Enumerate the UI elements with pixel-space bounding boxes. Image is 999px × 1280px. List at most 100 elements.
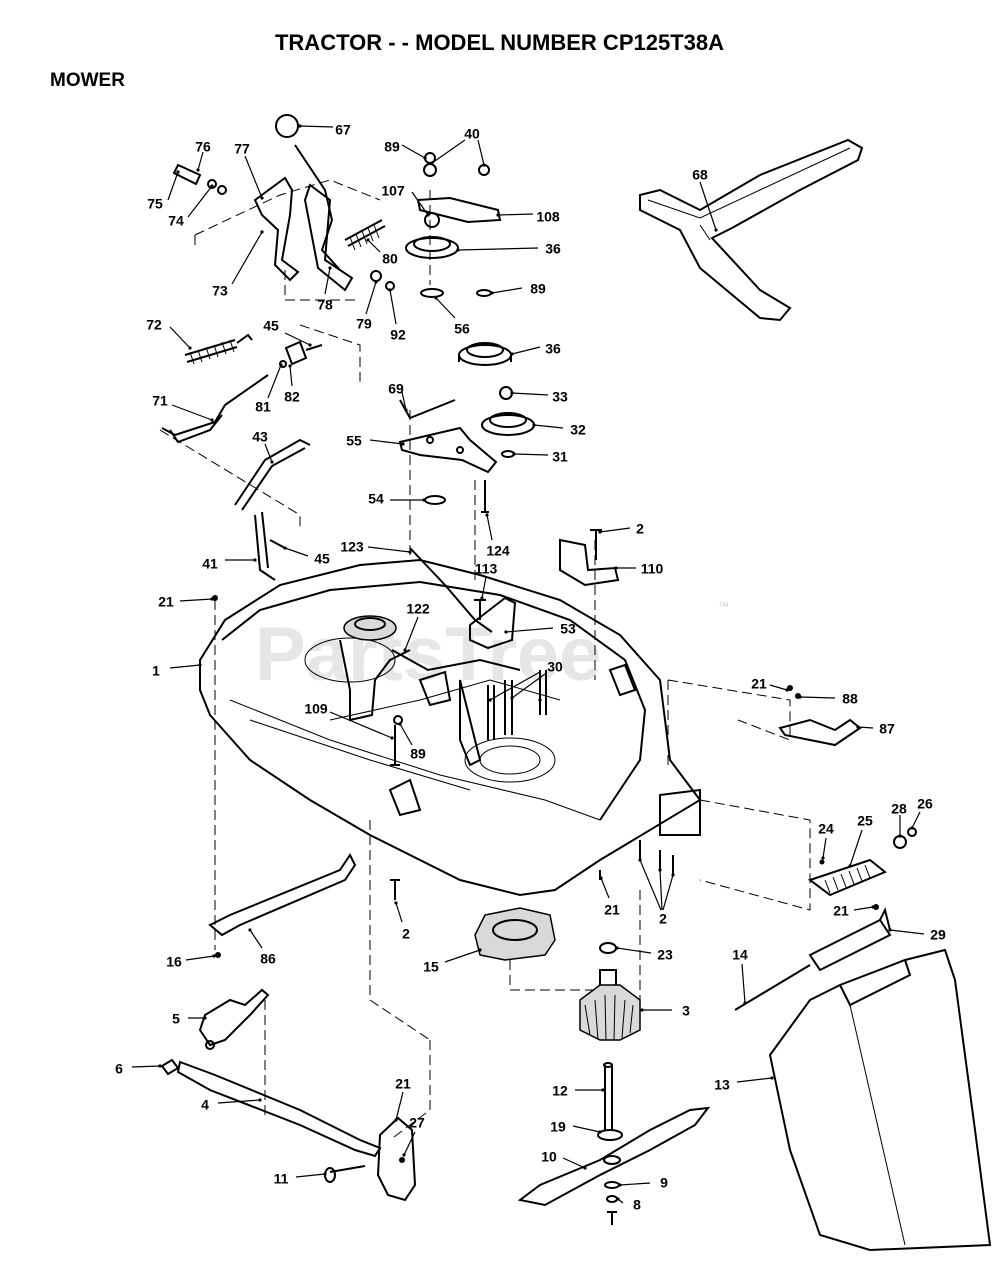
callout-25: 25 xyxy=(857,813,873,829)
watermark: PartsTree xyxy=(255,612,601,697)
callout-2: 2 xyxy=(402,926,410,942)
callout-89: 89 xyxy=(410,746,426,762)
rod-71 xyxy=(161,374,269,444)
leader-tip-45 xyxy=(308,343,312,347)
callout-74: 74 xyxy=(168,213,184,229)
callout-12: 12 xyxy=(552,1083,568,1099)
callout-23: 23 xyxy=(657,947,673,963)
leader-tip-19 xyxy=(598,1130,602,1134)
leader-tip-80 xyxy=(366,238,370,242)
leader-tip-110 xyxy=(614,566,618,570)
callout-2: 2 xyxy=(636,521,644,537)
deck-pulley-122 xyxy=(339,615,547,767)
lever-78 xyxy=(303,183,354,292)
leader-line-32 xyxy=(533,424,564,429)
leader-line-2 xyxy=(599,527,631,533)
spindle-shaft-13 xyxy=(597,1062,623,1141)
leader-line-89 xyxy=(401,144,426,159)
leader-line-36 xyxy=(457,247,539,251)
callout-31: 31 xyxy=(552,449,568,465)
leader-line-92 xyxy=(389,289,397,325)
leader-tip-13 xyxy=(770,1076,774,1080)
bolt-19 xyxy=(324,1165,366,1183)
callout-5: 5 xyxy=(172,1011,180,1027)
callout-28: 28 xyxy=(891,801,907,817)
callout-78: 78 xyxy=(317,297,333,313)
callout-108: 108 xyxy=(536,209,560,225)
spindle-housing-14 xyxy=(579,942,641,1041)
blade-11 xyxy=(517,1106,711,1207)
bolt-109 xyxy=(390,715,403,766)
leader-line-56 xyxy=(435,297,456,319)
callout-29: 29 xyxy=(930,927,946,943)
leader-line-21 xyxy=(769,684,788,691)
callout-68: 68 xyxy=(692,167,708,183)
callout-8: 8 xyxy=(633,1197,641,1213)
callout-54: 54 xyxy=(368,491,384,507)
leader-line-2 xyxy=(639,859,662,911)
leader-line-87 xyxy=(857,726,874,729)
leader-line-29 xyxy=(889,929,925,935)
section-label: MOWER xyxy=(50,70,125,91)
spring-80 xyxy=(344,219,386,251)
leader-tip-72 xyxy=(188,346,192,350)
leader-line-53 xyxy=(505,627,554,633)
leader-tip-86 xyxy=(248,928,252,932)
bracket-53 xyxy=(469,596,517,650)
leader-tip-68 xyxy=(714,228,718,232)
callout-3: 3 xyxy=(682,1003,690,1019)
callout-21: 21 xyxy=(395,1076,411,1092)
leader-line-69 xyxy=(401,391,407,411)
callout-124: 124 xyxy=(486,543,510,559)
leader-line-21 xyxy=(179,598,213,602)
leader-line-11 xyxy=(295,1173,326,1178)
callout-21: 21 xyxy=(604,902,620,918)
leader-tip-5 xyxy=(203,1016,207,1020)
callout-76: 76 xyxy=(195,139,211,155)
leader-tip-74 xyxy=(210,184,214,188)
callout-16: 16 xyxy=(166,954,182,970)
leader-tip-12 xyxy=(601,1088,605,1092)
leader-tip-123 xyxy=(408,550,412,554)
leader-tip-89 xyxy=(398,722,402,726)
chute-bracket-23 xyxy=(808,904,892,972)
leader-line-9 xyxy=(619,1182,651,1186)
leader-line-88 xyxy=(799,696,836,699)
bracket-110 xyxy=(559,529,620,587)
leader-line-78 xyxy=(324,267,331,295)
callout-69: 69 xyxy=(388,381,404,397)
callout-26: 26 xyxy=(917,796,933,812)
callout-109: 109 xyxy=(304,701,328,717)
leader-tip-54 xyxy=(422,498,426,502)
leader-line-6 xyxy=(131,1065,161,1068)
leader-line-45 xyxy=(284,332,311,346)
callout-75: 75 xyxy=(147,196,163,212)
callout-86: 86 xyxy=(260,951,276,967)
callout-33: 33 xyxy=(552,389,568,405)
callout-122: 122 xyxy=(406,601,430,617)
leader-tip-14 xyxy=(743,1001,747,1005)
leader-tip-53 xyxy=(504,630,508,634)
leader-tip-10 xyxy=(583,1166,587,1170)
leader-line-2 xyxy=(395,902,403,923)
callout-9: 9 xyxy=(660,1175,668,1191)
leader-tip-30 xyxy=(510,696,514,700)
callout-30: 30 xyxy=(547,659,563,675)
leader-line-10 xyxy=(562,1157,586,1169)
leader-line-43 xyxy=(264,443,273,463)
leader-tip-89 xyxy=(490,291,494,295)
leader-tip-23 xyxy=(615,946,619,950)
bracket-4 xyxy=(376,1116,417,1202)
leader-line-21 xyxy=(600,877,610,899)
leader-tip-2 xyxy=(598,530,602,534)
pulley-stack-upper xyxy=(405,152,502,298)
discharge-chute-27 xyxy=(768,948,992,1252)
leader-tip-2 xyxy=(658,868,662,872)
leader-tip-113 xyxy=(480,596,484,600)
callout-123: 123 xyxy=(340,539,364,555)
leader-line-55 xyxy=(369,439,404,445)
leader-line-82 xyxy=(289,365,293,387)
leader-line-79 xyxy=(365,281,377,315)
leader-line-24 xyxy=(822,837,827,859)
leader-tip-73 xyxy=(260,230,264,234)
